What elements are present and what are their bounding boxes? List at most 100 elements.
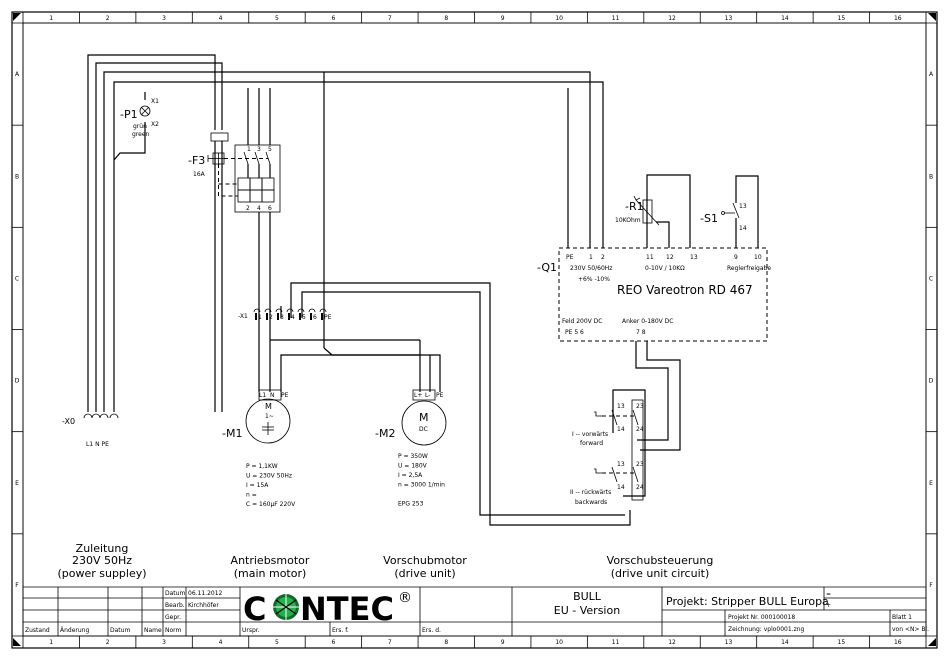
m2-symbol: M [419,411,429,424]
column-label: 4 [219,15,223,22]
column-label: 1 [49,639,53,646]
column-label: 15 [838,15,846,22]
column-label: 16 [894,639,902,646]
lamp-p1: -P1 grün green X1 X2 [120,98,159,138]
terminal-body [277,313,279,320]
row-label: F [15,582,19,589]
x0-ref: -X0 [62,417,75,426]
f3-pin-1: 1 [247,146,251,153]
q1-tolerance: +6% -10% [578,276,610,283]
potentiometer-r1: -R1 10KOhm [615,174,691,248]
motor-spec: I = 15A [246,482,269,489]
project-number: Projekt Nr. 000100018 [728,614,795,621]
motor-spec: P = 350W [398,453,428,460]
terminal-cap [319,308,327,313]
logo-registered-mark: ® [398,590,412,606]
bearb-label: Bearb. [165,602,185,609]
sheet-count: von <N> Bl. [892,626,929,633]
bearb-value: Kirchhöfer [188,602,219,609]
plus-sign: + [826,602,831,609]
x1-terminal-label: 3 [280,314,284,321]
column-label: 6 [331,15,335,22]
caption-supply-2: 230V 50Hz [72,554,132,567]
caption-controller-1: Vorschubsteuerung [607,554,714,567]
m2-ref: -M2 [375,427,395,440]
x1-terminal-label: 6 [313,314,317,321]
terminal-body [266,313,268,320]
row-label: F [929,582,933,589]
r1-ref: -R1 [625,200,644,213]
m1-symbol: M [265,402,272,411]
ursprung-label: Urspr. [242,627,260,634]
terminal-cap [264,308,272,313]
f3-pin-2: 2 [246,205,250,212]
ersatz-fuer-label: Ers. f. [332,627,349,634]
f3-pin-6: 6 [268,205,272,212]
q1-ref: -Q1 [537,261,557,274]
row-label: A [15,71,20,78]
column-label: 10 [555,15,563,22]
caption-supply-1: Zuleitung [76,542,129,555]
column-label: 10 [555,639,563,646]
p1-pin1: X1 [151,98,159,105]
rev-header-datum: Datum [110,627,130,634]
rs-fwd-label-de: I -- vorwärts [572,431,608,438]
f3-pin-4: 4 [257,205,261,212]
m2-pin-pe: PE [436,392,444,399]
terminal-cap [286,308,294,313]
svg-text:C: C [243,590,266,628]
column-label: 5 [275,15,279,22]
eq-sign: = [826,591,831,598]
terminal-body [310,313,312,320]
switch-s1: -S1 13 14 [700,175,759,248]
logo-globe-icon [273,594,299,620]
q1-field-label: Feld 200V DC [562,318,602,325]
q1-enable: Reglerfreigabe [727,265,771,272]
column-label: 13 [725,639,733,646]
q1-field-pins: PE 5 6 [565,329,584,336]
caption-main-motor-1: Antriebsmotor [231,554,310,567]
row-label: B [15,173,19,180]
q1-pin-1: 1 [589,254,593,261]
terminal-cap [297,308,305,313]
terminal-cap [308,308,316,313]
column-label: 16 [894,15,902,22]
row-label: D [15,378,20,385]
q1-pin-10: 10 [754,254,762,261]
caption-drive-motor-2: (drive unit) [394,567,455,580]
m2-pin-lplus: L+ [414,392,422,399]
inner-border [22,22,927,637]
gepr-label: Gepr. [165,614,181,621]
terminal-body [321,313,323,320]
rs-bwd-pin-14: 14 [617,484,625,491]
motor-spec: C = 160µF 220V [246,501,296,508]
datum-label: Datum [165,590,185,597]
column-label: 11 [612,15,620,22]
column-label: 12 [668,639,676,646]
rs-bwd-pin-23: 23 [636,461,644,468]
column-label: 13 [725,15,733,22]
s1-ref: -S1 [700,212,718,225]
project-title: Projekt: Stripper BULL Europa [666,595,829,608]
m1-pin-n: N [270,392,275,399]
motor-spec: P = 1,1KW [246,463,278,470]
rev-header-zustand: Zustand [25,627,50,634]
contec-logo: C NTEC ® [243,590,412,628]
row-label: C [929,275,933,282]
datum-value: 06.11.2012 [188,590,223,597]
rs-bwd-pin-24: 24 [636,484,644,491]
q1-pin-9: 9 [734,254,738,261]
row-label: B [929,173,933,180]
column-label: 6 [331,639,335,646]
x1-terminal-label: PE [324,314,332,321]
x0-terminals: L1 N PE [86,441,109,448]
q1-pin-pe: PE [566,254,574,261]
rs-fwd-pin-13: 13 [617,403,625,410]
drawing-file: Zeichnung: vplo0001.zng [728,626,805,633]
column-label: 8 [444,639,448,646]
row-label: D [929,378,934,385]
controller-q1: -Q1 PE 1 2 11 12 13 9 10 230V 50/60Hz +6… [537,247,771,342]
